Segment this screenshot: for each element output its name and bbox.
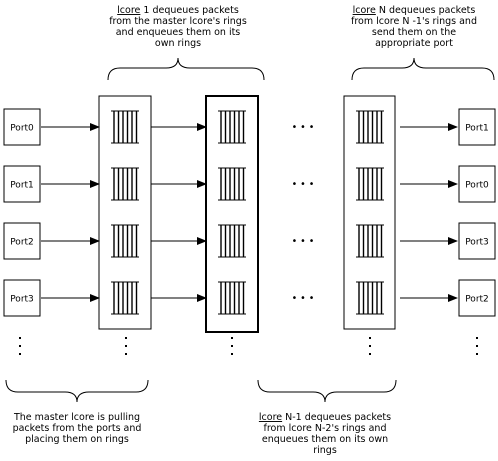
note-line: The master lcore is pulling (13, 412, 140, 423)
master-lcore-box (98, 95, 152, 330)
output-port-label: Port3 (465, 238, 489, 248)
ring-queues (111, 110, 384, 315)
horizontal-ellipsis: • • • (292, 293, 315, 304)
input-port-label: Port2 (10, 238, 34, 248)
output-port-label: Port0 (465, 181, 489, 191)
output-port-box (458, 165, 496, 203)
vertical-ellipsis (369, 337, 371, 355)
note-text: N dequeues packets (376, 5, 476, 16)
horizontal-ellipsis: • • • (292, 236, 315, 247)
ring-queue (111, 167, 139, 201)
note-line: placing them on rings (25, 434, 129, 445)
lcore-n-1-box (343, 95, 396, 330)
note-text: send them on the (372, 27, 456, 38)
input-port-box (3, 108, 41, 146)
vertical-ellipsis (476, 337, 478, 355)
note-line: lcore N-1 dequeues packets (259, 412, 391, 423)
note-text: rings (313, 445, 337, 456)
note-text: placing them on rings (25, 434, 129, 445)
note-line: from lcore N-2's rings and (264, 423, 387, 434)
note-term: lcore (353, 5, 376, 16)
note-text: packets from the ports and (13, 423, 142, 434)
horizontal-ellipsis: • • • (292, 122, 315, 133)
input-port-box (3, 279, 41, 317)
note-term: lcore (117, 5, 140, 16)
input-port-label: Port1 (10, 181, 34, 191)
horizontal-ellipsis: • • • (292, 179, 315, 190)
input-port-label: Port3 (10, 295, 34, 305)
note-line: rings (313, 445, 337, 456)
ring-queue (356, 110, 384, 144)
input-port-box (3, 222, 41, 260)
note-text: and enqueues them on its (116, 27, 241, 38)
note-line: from the master lcore's rings (109, 16, 247, 27)
output-port-box (458, 222, 496, 260)
ring-queue (218, 167, 246, 201)
ring-queue (356, 281, 384, 315)
note-text: from lcore N-2's rings and (264, 423, 387, 434)
input-port-box (3, 165, 41, 203)
note-text: appropriate port (375, 38, 453, 49)
vertical-ellipsis (231, 337, 233, 355)
output-port-label: Port1 (465, 124, 489, 134)
note-text: from the master lcore's rings (109, 16, 247, 27)
vertical-ellipsis (19, 337, 21, 355)
input-port-label: Port0 (10, 124, 34, 134)
note-line: packets from the ports and (13, 423, 142, 434)
note-line: send them on the (372, 27, 456, 38)
output-port-box (458, 279, 496, 317)
note-line: enqueues them on its own (262, 434, 388, 445)
vertical-ellipsis (125, 337, 127, 355)
ring-queue (218, 281, 246, 315)
note-text: own rings (155, 38, 201, 49)
note-line: from lcore N -1's rings and (351, 16, 477, 27)
note-line: own rings (155, 38, 201, 49)
ring-queue (111, 281, 139, 315)
bottom-left-brace (5, 379, 149, 403)
packet-arrows (41, 123, 458, 302)
ring-queue (218, 224, 246, 258)
ring-queue (356, 224, 384, 258)
note-text: from lcore N -1's rings and (351, 16, 477, 27)
note-term: lcore (259, 412, 282, 423)
output-port-box (458, 108, 496, 146)
ring-queue (218, 110, 246, 144)
lcore-1-box (205, 95, 259, 333)
note-line: appropriate port (375, 38, 453, 49)
vertical-ellipses (19, 337, 478, 355)
note-line: lcore 1 dequeues packets (117, 5, 239, 16)
ring-queue (111, 224, 139, 258)
top-right-brace (351, 57, 495, 81)
ring-queue (111, 110, 139, 144)
note-text: enqueues them on its own (262, 434, 388, 445)
note-line: lcore N dequeues packets (353, 5, 476, 16)
note-text: 1 dequeues packets (140, 5, 238, 16)
bottom-right-brace (257, 379, 397, 403)
output-port-label: Port2 (465, 295, 489, 305)
top-left-brace (107, 57, 265, 81)
ring-queue (356, 167, 384, 201)
note-text: The master lcore is pulling (13, 412, 140, 423)
note-line: and enqueues them on its (116, 27, 241, 38)
note-text: N-1 dequeues packets (282, 412, 391, 423)
